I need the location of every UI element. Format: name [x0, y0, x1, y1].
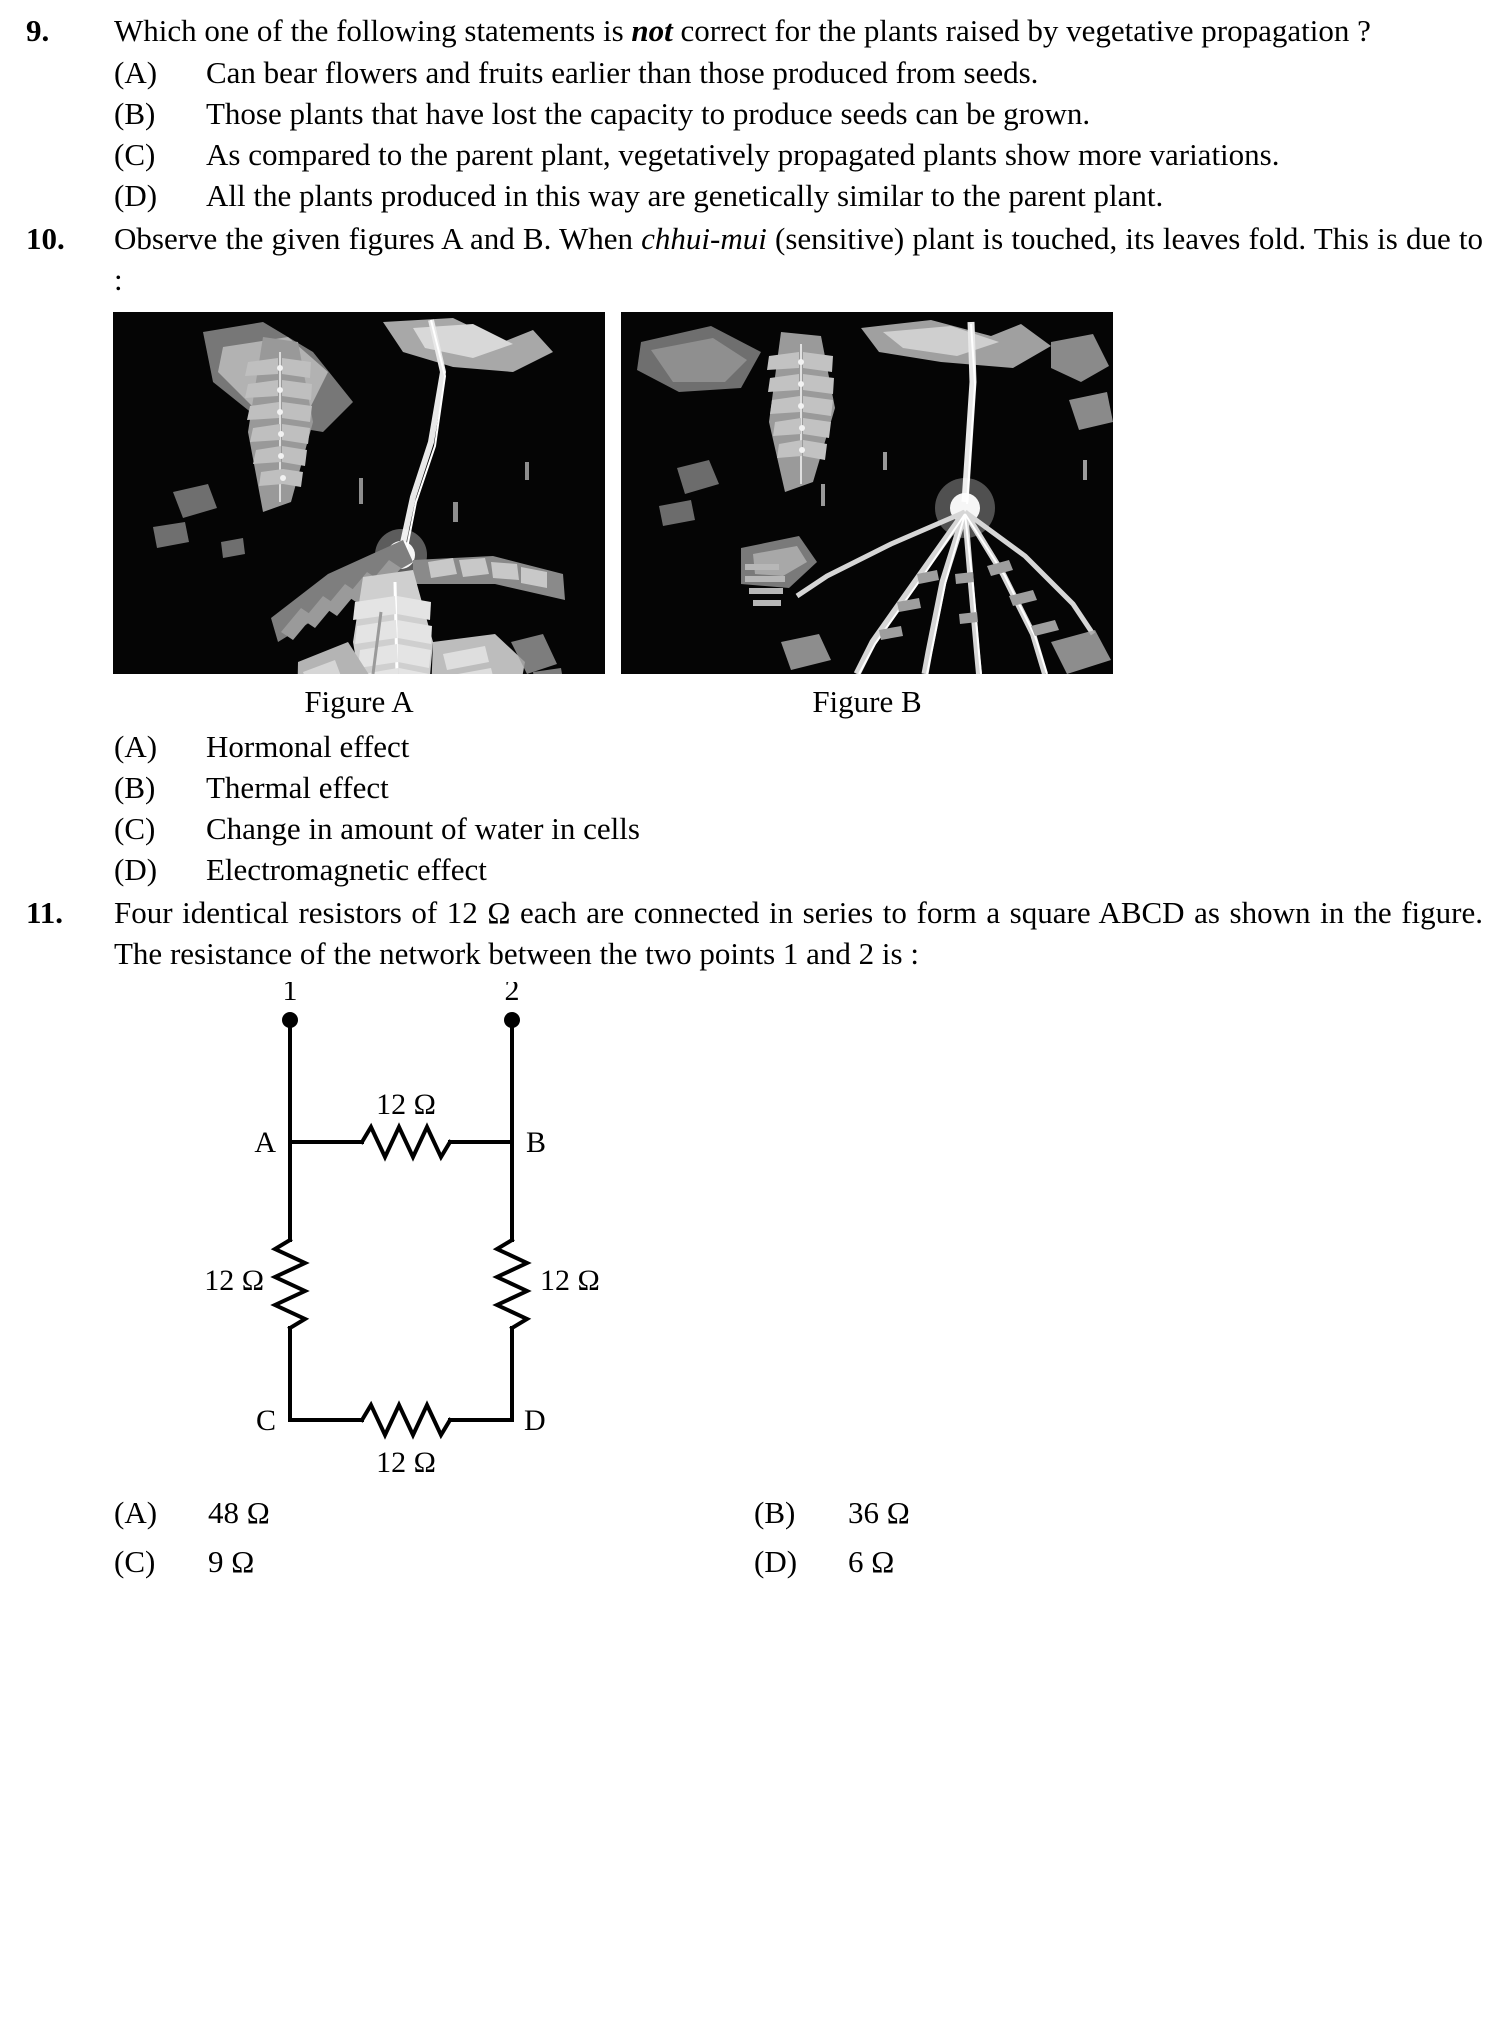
question-11-stem: Four identical resistors of 12 Ω each ar…: [114, 895, 1483, 971]
question-10: 10. Observe the given figures A and B. W…: [22, 218, 1483, 300]
question-10-stem-part-1: Observe the given figures A and B. When: [114, 221, 642, 256]
option-value: 36 Ω: [848, 1495, 910, 1530]
option-text: Thermal effect: [206, 770, 389, 805]
question-9-options: (A) Can bear flowers and fruits earlier …: [114, 52, 1483, 216]
option-text: All the plants produced in this way are …: [206, 178, 1164, 213]
option-text: Hormonal effect: [206, 729, 410, 764]
question-11-circuit-figure: 1 2 A B C D 12 Ω 12 Ω 12 Ω 12 Ω: [22, 982, 1483, 1482]
option-key: (B): [114, 96, 156, 131]
question-10-options: (A) Hormonal effect (B) Thermal effect (…: [114, 726, 1483, 890]
question-11-body: Four identical resistors of 12 Ω each ar…: [114, 892, 1483, 974]
question-9-number: 9.: [26, 13, 50, 48]
terminal-2-dot: [504, 1012, 520, 1028]
sensitive-plant-open-illustration: [113, 312, 605, 674]
question-9-option-a[interactable]: (A) Can bear flowers and fruits earlier …: [114, 52, 1483, 93]
option-key: (A): [114, 729, 158, 764]
question-11-option-b[interactable]: (B) 36 Ω: [754, 1488, 1483, 1537]
option-value: 48 Ω: [208, 1495, 270, 1530]
option-key: (D): [754, 1544, 798, 1579]
option-text: Electromagnetic effect: [206, 852, 487, 887]
top-resistor-label: 12 Ω: [376, 1088, 436, 1121]
terminal-1-label: 1: [283, 982, 298, 1007]
question-10-stem: Observe the given figures A and B. When …: [114, 218, 1483, 300]
question-9: 9. Which one of the following statements…: [22, 10, 1483, 216]
figure-a-image: [113, 312, 605, 674]
option-key: (C): [114, 137, 156, 172]
question-11-options-row-1: (A) 48 Ω (B) 36 Ω: [114, 1488, 1483, 1537]
question-9-stem-part-3: correct for the plants raised by vegetat…: [672, 13, 1371, 48]
figure-b-image: [621, 312, 1113, 674]
node-b-label: B: [526, 1126, 546, 1159]
figure-b-caption: Figure B: [812, 684, 922, 719]
node-d-label: D: [524, 1404, 546, 1437]
option-text: Can bear flowers and fruits earlier than…: [206, 55, 1039, 90]
question-9-stem-part-1: Which one of the following statements is: [114, 13, 632, 48]
question-10-body: Observe the given figures A and B. When …: [114, 218, 1483, 300]
option-key: (B): [114, 770, 156, 805]
question-9-body: Which one of the following statements is…: [114, 10, 1483, 216]
question-11-option-d[interactable]: (D) 6 Ω: [754, 1537, 1483, 1586]
option-key: (D): [114, 852, 158, 887]
question-9-option-b[interactable]: (B) Those plants that have lost the capa…: [114, 93, 1483, 134]
question-9-stem-emphasis: not: [631, 13, 673, 48]
question-10-option-d[interactable]: (D) Electromagnetic effect: [114, 849, 1483, 890]
question-11-options: (A) 48 Ω (B) 36 Ω (C) 9 Ω (D) 6: [114, 1488, 1483, 1586]
right-resistor-label: 12 Ω: [540, 1264, 600, 1297]
option-text: Change in amount of water in cells: [206, 811, 640, 846]
option-value: 9 Ω: [208, 1544, 255, 1579]
option-key: (D): [114, 178, 158, 213]
sensitive-plant-folded-illustration: [621, 312, 1113, 674]
question-10-number: 10.: [26, 221, 65, 256]
question-10-stem-italic-term: chhui-mui: [641, 221, 767, 256]
left-resistor-label: 12 Ω: [204, 1264, 264, 1297]
option-text: As compared to the parent plant, vegetat…: [206, 137, 1280, 172]
question-11-number: 11.: [26, 895, 64, 930]
option-key: (A): [114, 1495, 158, 1530]
question-10-options-wrap: (A) Hormonal effect (B) Thermal effect (…: [22, 722, 1483, 890]
terminal-1-dot: [282, 1012, 298, 1028]
option-text: Those plants that have lost the capacity…: [206, 96, 1091, 131]
question-9-stem: Which one of the following statements is…: [114, 10, 1483, 51]
question-11-option-a[interactable]: (A) 48 Ω: [114, 1488, 754, 1537]
figure-a-caption: Figure A: [304, 684, 414, 719]
node-c-label: C: [256, 1404, 276, 1437]
option-value: 6 Ω: [848, 1544, 895, 1579]
bottom-resistor-label: 12 Ω: [376, 1446, 436, 1479]
question-9-option-c[interactable]: (C) As compared to the parent plant, veg…: [114, 134, 1483, 175]
option-key: (B): [754, 1495, 796, 1530]
question-11-option-c[interactable]: (C) 9 Ω: [114, 1537, 754, 1586]
question-10-stem-part-3: (sensitive) plant is touched, its leaves…: [114, 221, 1483, 297]
option-key: (A): [114, 55, 158, 90]
option-key: (C): [114, 811, 156, 846]
question-10-option-c[interactable]: (C) Change in amount of water in cells: [114, 808, 1483, 849]
question-10-option-b[interactable]: (B) Thermal effect: [114, 767, 1483, 808]
question-9-option-d[interactable]: (D) All the plants produced in this way …: [114, 175, 1483, 216]
question-11: 11. Four identical resistors of 12 Ω eac…: [22, 892, 1483, 974]
terminal-2-label: 2: [505, 982, 520, 1007]
node-a-label: A: [254, 1126, 276, 1159]
square-resistor-network-diagram: 1 2 A B C D 12 Ω 12 Ω 12 Ω 12 Ω: [204, 982, 600, 1479]
question-11-options-wrap: (A) 48 Ω (B) 36 Ω (C) 9 Ω (D) 6: [22, 1482, 1483, 1586]
question-11-options-row-2: (C) 9 Ω (D) 6 Ω: [114, 1537, 1483, 1586]
question-10-figure-captions: Figure A Figure B: [113, 682, 1483, 722]
option-key: (C): [114, 1544, 156, 1579]
question-10-figures: [113, 312, 1483, 674]
question-10-option-a[interactable]: (A) Hormonal effect: [114, 726, 1483, 767]
